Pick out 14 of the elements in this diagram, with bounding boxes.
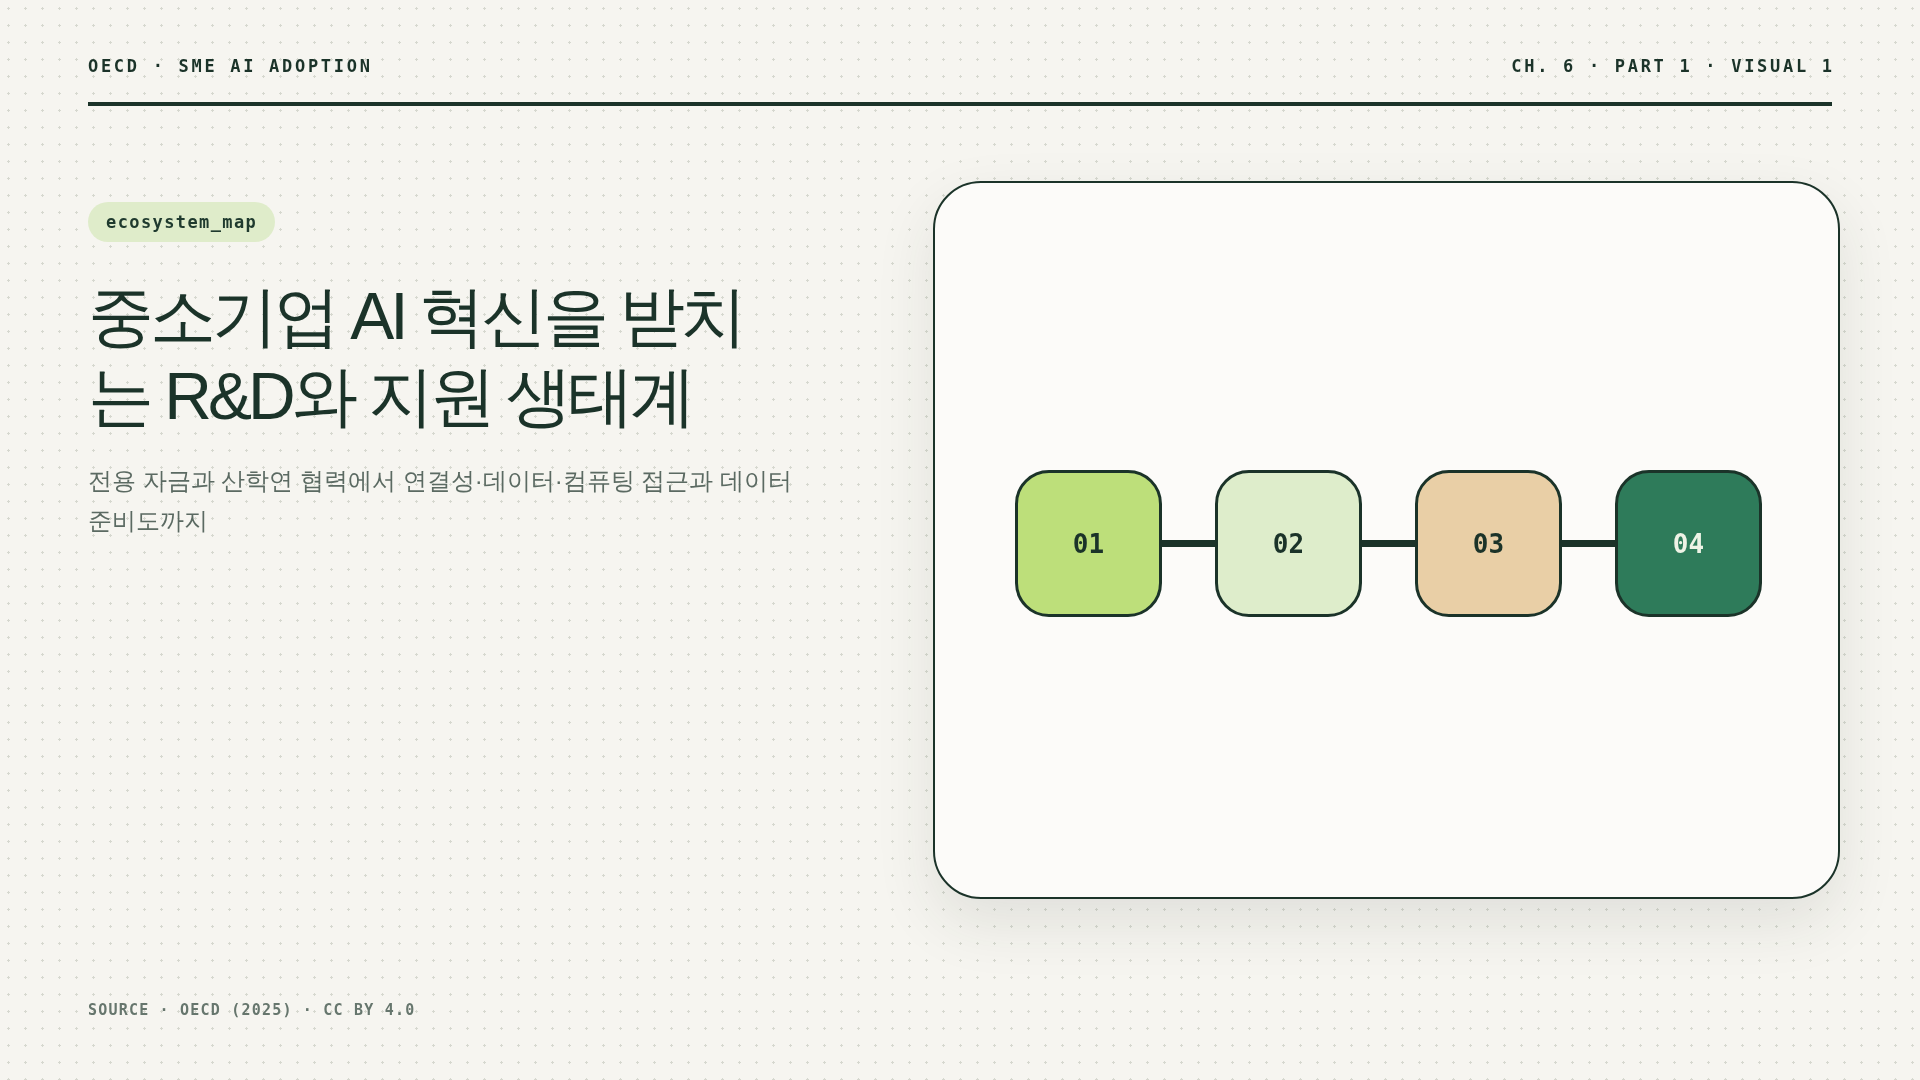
subtitle: 전용 자금과 산학연 협력에서 연결성·데이터·컴퓨팅 접근과 데이터 준비도까지 [88,466,793,536]
header-label: OECD · SME AI ADOPTION [88,55,373,78]
source-note: SOURCE · OECD (2025) · CC BY 4.0 [88,1000,416,1020]
step-box: 02 [1215,470,1362,617]
header-label: CH. 6 · PART 1 · VISUAL 1 [1511,55,1835,78]
step-box: 03 [1415,470,1562,617]
tag-chip: ecosystem_map [88,202,276,242]
step-box: 01 [1015,470,1162,617]
connector-line [1562,540,1615,547]
step-box: 04 [1615,470,1762,617]
connector-line [1162,540,1215,547]
page-title: 중소기업 AI 혁신을 받치는 R&D와 지원 생태계 [88,278,745,435]
card-panel [933,181,1840,899]
connector-line [1362,540,1415,547]
